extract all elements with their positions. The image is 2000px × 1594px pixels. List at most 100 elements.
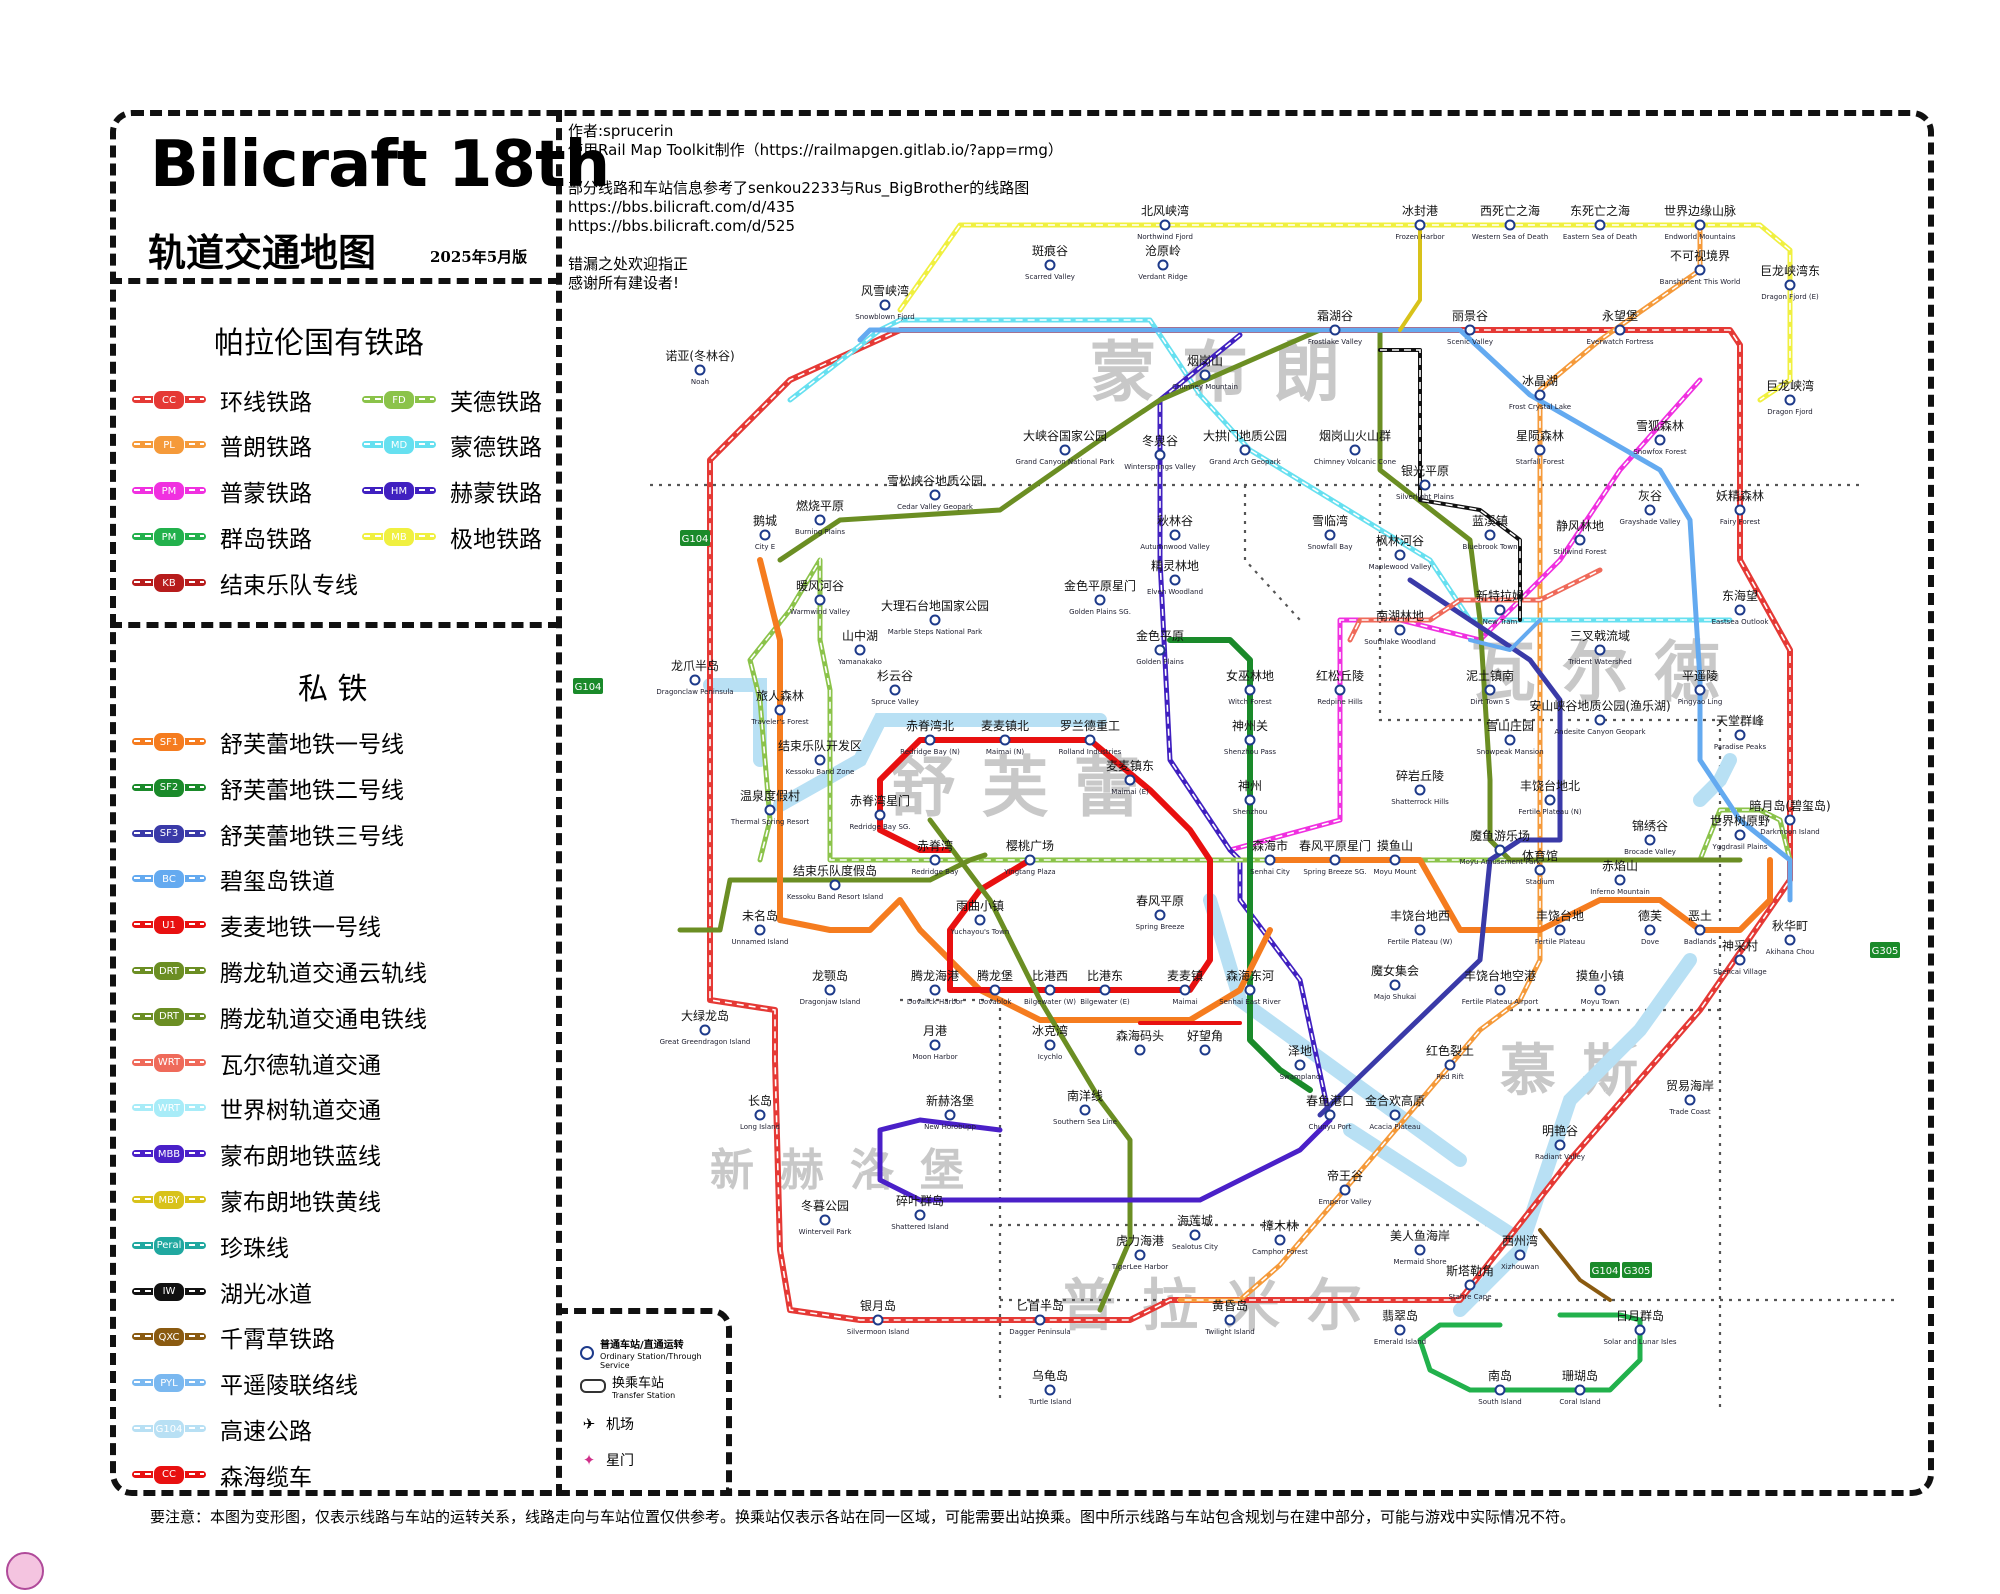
line-swatch-icon: QXC bbox=[132, 1322, 206, 1352]
station-marker bbox=[699, 1024, 711, 1036]
line-swatch-icon: MBB bbox=[132, 1139, 206, 1169]
line-name: 森海缆车 bbox=[220, 1464, 312, 1491]
station-marker bbox=[1244, 794, 1256, 806]
line-swatch-icon: BC bbox=[132, 864, 206, 894]
line-swatch-icon: SF3 bbox=[132, 819, 206, 849]
legend-item: CC 森海缆车 bbox=[132, 1460, 312, 1491]
highway-shield: G305 bbox=[1622, 1262, 1652, 1278]
station-name: 乌龟岛 bbox=[1032, 1368, 1068, 1383]
station-name-en: TigerLee Harbor bbox=[1111, 1263, 1168, 1271]
station-name-en: Scenic Valley bbox=[1447, 338, 1493, 346]
station-marker bbox=[879, 299, 891, 311]
station-marker bbox=[1734, 954, 1746, 966]
station-name-en: Twilight Island bbox=[1204, 1328, 1254, 1336]
station-name: 风雪峡湾 bbox=[861, 283, 909, 298]
station-name: 比港东 bbox=[1087, 969, 1123, 983]
station-name-en: Wintersprings Valley bbox=[1124, 463, 1196, 471]
station-marker bbox=[944, 1109, 956, 1121]
stargate-label: 星门 bbox=[606, 1453, 634, 1469]
station-name-en: Shatterrock Hills bbox=[1391, 798, 1449, 806]
station-name-en: Great Greendragon Island bbox=[660, 1038, 751, 1046]
station-marker bbox=[1349, 444, 1361, 456]
station-marker bbox=[1654, 434, 1666, 446]
station-name-en: Noah bbox=[691, 378, 709, 386]
station-name: 麦麦镇东 bbox=[1106, 759, 1154, 773]
station-marker bbox=[1574, 1384, 1586, 1396]
station-name-en: Verdant Ridge bbox=[1138, 273, 1187, 281]
station-marker bbox=[1134, 1249, 1146, 1261]
station-name-en: Witch Forest bbox=[1228, 698, 1272, 706]
station-name: 大理石台地国家公园 bbox=[881, 598, 989, 613]
station-name-en: Grand Canyon National Park bbox=[1016, 458, 1116, 466]
credit-line: 部分线路和车站信息参考了senkou2233与Rus_BigBrother的线路… bbox=[568, 179, 1030, 197]
station-marker bbox=[1324, 1109, 1336, 1121]
rail-line-dash bbox=[709, 329, 1791, 1321]
station-marker bbox=[1444, 1059, 1456, 1071]
station-name-en: Yggdrasil Plains bbox=[1711, 843, 1767, 851]
rail-line bbox=[1468, 618, 1542, 652]
rail-line-dash bbox=[1229, 379, 1701, 851]
station-name: 西州湾 bbox=[1502, 1233, 1538, 1248]
line-swatch-icon: PYL bbox=[132, 1368, 206, 1398]
line-name: 湖光冰道 bbox=[220, 1281, 312, 1308]
station-name: 西死亡之海 bbox=[1480, 203, 1540, 218]
station-name-en: Snowfall Bay bbox=[1308, 543, 1353, 551]
station-name-en: Spring Breeze bbox=[1136, 923, 1185, 931]
station-name: 贸易海岸 bbox=[1666, 1078, 1714, 1093]
station-name-en: Redridge Bay bbox=[912, 868, 959, 876]
station-name-en: Bilgewater (W) bbox=[1024, 998, 1076, 1006]
station-name-en: Bilgewater (E) bbox=[1080, 998, 1130, 1006]
station-name: 冬暮公园 bbox=[801, 1198, 849, 1213]
highway-segment bbox=[773, 713, 1107, 812]
station-name: 月港 bbox=[923, 1024, 947, 1038]
station-name-en: Maimai bbox=[1172, 998, 1197, 1006]
rail-line bbox=[1538, 1228, 1612, 1302]
station-name-en: Badlands bbox=[1684, 938, 1717, 946]
station-name: 巨龙峡湾 bbox=[1766, 378, 1814, 393]
station-name: 精灵林地 bbox=[1151, 559, 1199, 573]
line-swatch-icon: IW bbox=[132, 1277, 206, 1307]
station-name-en: Pingyao Ling bbox=[1678, 698, 1723, 706]
line-code-badge: PM bbox=[153, 527, 185, 547]
station-name: 秋华町 bbox=[1772, 919, 1808, 933]
station-marker bbox=[874, 809, 886, 821]
station-name: 赤脊湾 bbox=[917, 838, 953, 853]
station-name-en: Moyu Amusement Park bbox=[1460, 858, 1542, 866]
station-name: 春风平原 bbox=[1136, 894, 1184, 908]
station-name: 南湖林地 bbox=[1376, 608, 1424, 623]
station-name: 斯塔勒角 bbox=[1446, 1264, 1494, 1278]
station-name: 新特拉姆 bbox=[1476, 588, 1524, 603]
station-name-en: Swampland bbox=[1280, 1073, 1321, 1081]
station-marker bbox=[1504, 734, 1516, 746]
station-name: 龙爪半岛 bbox=[671, 658, 719, 673]
line-code-badge: WRT bbox=[153, 1098, 185, 1119]
station-name-en: Inferno Mountain bbox=[1590, 888, 1650, 896]
station-name-en: Kessoku Band Resort Island bbox=[787, 893, 883, 901]
line-code-badge: CC bbox=[153, 1464, 185, 1485]
